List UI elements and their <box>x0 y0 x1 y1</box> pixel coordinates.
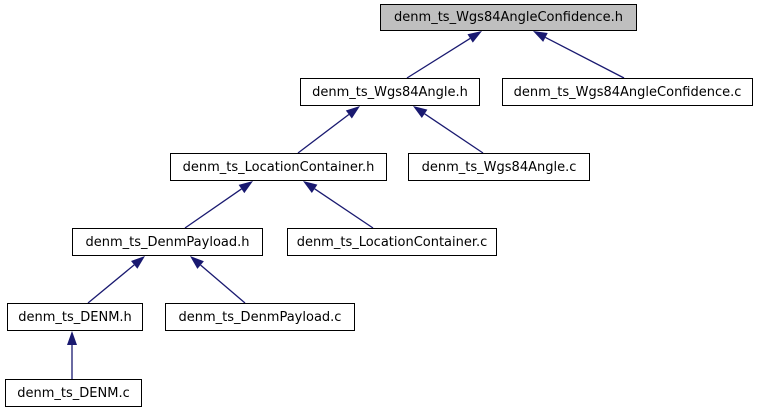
edge-denmpayload-c-to-denmpayload-h <box>200 264 246 304</box>
edge-arrowhead-wgs84angle-h-to-wgs84angleconfidence-h <box>467 31 482 43</box>
edge-arrowhead-denm-h-to-denmpayload-h <box>131 256 145 269</box>
edge-wgs84angle-h-to-wgs84angleconfidence-h <box>406 37 471 79</box>
graph-node-wgs84angleconfidence-h: denm_ts_Wgs84AngleConfidence.h <box>380 4 637 31</box>
graph-node-denm-h[interactable]: denm_ts_DENM.h <box>7 303 143 331</box>
edge-wgs84angleconfidence-c-to-wgs84angleconfidence-h <box>545 36 625 79</box>
edge-arrowhead-locationcontainer-c-to-locationcontainer-h <box>303 181 318 193</box>
edge-locationcontainer-c-to-locationcontainer-h <box>314 188 374 229</box>
edge-arrowhead-locationcontainer-h-to-wgs84angle-h <box>345 106 360 119</box>
edge-wgs84angle-c-to-wgs84angle-h <box>424 113 484 154</box>
graph-node-wgs84angle-h[interactable]: denm_ts_Wgs84Angle.h <box>300 78 480 106</box>
edge-arrowhead-denmpayload-c-to-denmpayload-h <box>190 256 204 269</box>
edge-arrowhead-denm-c-to-denm-h <box>67 331 77 345</box>
graph-node-wgs84angleconfidence-c[interactable]: denm_ts_Wgs84AngleConfidence.c <box>502 78 753 106</box>
edge-denmpayload-h-to-locationcontainer-h <box>184 188 242 229</box>
edge-locationcontainer-h-to-wgs84angle-h <box>297 113 350 154</box>
graph-node-wgs84angle-c[interactable]: denm_ts_Wgs84Angle.c <box>408 153 590 181</box>
edge-denm-h-to-denmpayload-h <box>87 264 135 304</box>
graph-node-denmpayload-c[interactable]: denm_ts_DenmPayload.c <box>165 303 355 331</box>
graph-node-locationcontainer-c[interactable]: denm_ts_LocationContainer.c <box>287 228 497 256</box>
edge-arrowhead-wgs84angle-c-to-wgs84angle-h <box>413 106 428 118</box>
edge-arrowhead-denmpayload-h-to-locationcontainer-h <box>238 181 253 194</box>
graph-node-denmpayload-h[interactable]: denm_ts_DenmPayload.h <box>72 228 263 256</box>
edge-arrowhead-wgs84angleconfidence-c-to-wgs84angleconfidence-h <box>533 31 548 42</box>
graph-node-denm-c[interactable]: denm_ts_DENM.c <box>5 379 142 407</box>
graph-node-locationcontainer-h[interactable]: denm_ts_LocationContainer.h <box>170 153 387 181</box>
